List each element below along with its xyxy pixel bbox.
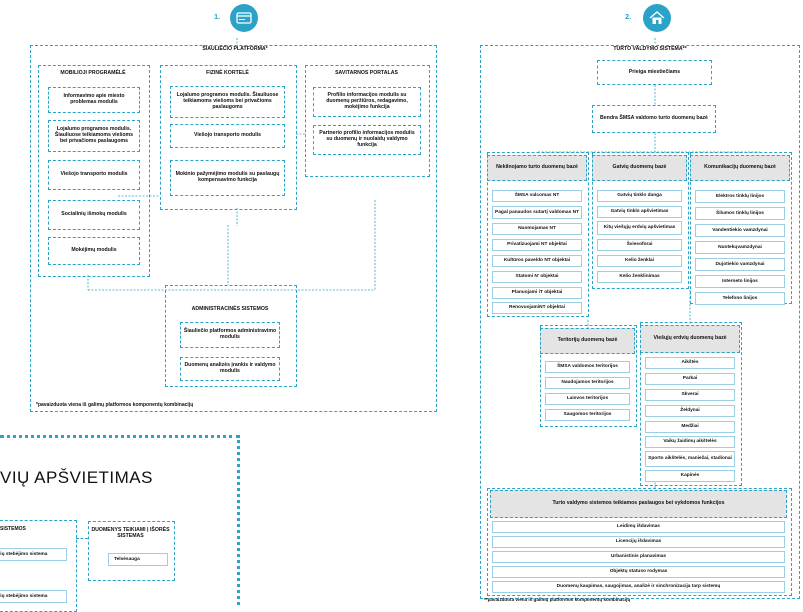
realestate-item-2: Pagal panaudos sutartį valdomas NT	[492, 206, 582, 219]
public-spaces-item-3: Skverai	[645, 389, 735, 401]
streets-item-3: Kitų viešųjų erdvių apšvietimas	[597, 221, 682, 235]
utilities-item-6: Interneto linijos	[695, 275, 785, 288]
diagram2-frame	[480, 45, 800, 599]
portal-title: SAVITARNOS PORTALAS	[335, 70, 398, 76]
territories-group	[540, 325, 637, 427]
utilities-item-7: Telefono linijos	[695, 292, 785, 305]
portal-item-1: Profilio informacijos modulis su duomenų…	[313, 87, 421, 117]
realestate-item-1: ŠMSA valcomas NT	[492, 190, 582, 202]
utilities-item-2: Šilumos tinklų linijos	[695, 207, 785, 220]
diagram3-left-item-1: tvių stebėjimo sistema	[0, 548, 67, 561]
diagram3-title: VIŲ APŠVIETIMAS	[0, 468, 153, 487]
diagram3-right-item-1: Telsėsauga	[108, 553, 168, 566]
public-spaces-item-7: Sporto aikštelės, maniežai, stadionai	[645, 451, 735, 467]
public-spaces-group	[640, 322, 742, 486]
mobile-item-2: Lojalumo programos modulis. Šiauliuose t…	[48, 120, 140, 152]
streets-item-1: Gatvių tinklo danga	[597, 190, 682, 202]
territories-item-4: Saugomos teritorijos	[545, 409, 630, 421]
public-spaces-item-2: Parkai	[645, 373, 735, 385]
services-item-2: Licencijų išdavimas	[492, 536, 785, 548]
card-item-2: Viešojo transporto modulis	[170, 124, 285, 148]
public-spaces-title: Viešųjų erdvių duomenų bazė	[640, 325, 740, 353]
diagram3-connector	[76, 538, 88, 539]
utilities-item-5: Dujotiekio vamzdynai	[695, 258, 785, 271]
utilities-item-4: Nuotekųvamzdynai	[695, 241, 785, 254]
diagram1-title: ŠIAULIEČIO PLATFORMA*	[202, 46, 268, 52]
diagram2-title: TURTO VALDYMO SISTEMA**	[613, 46, 687, 52]
realestate-item-4: Privatizuojami NT objektai	[492, 239, 582, 251]
diagram3-left-header: SISTEMOS	[0, 526, 26, 532]
card-title: FIZINĖ KORTELĖ	[206, 70, 249, 76]
portal-item-2: Partnerio profilio informacijos modulis …	[313, 125, 421, 155]
public-spaces-item-1: Aikštės	[645, 357, 735, 369]
streets-item-6: Kelio ženklinimas	[597, 271, 682, 283]
mobile-app-title: MOBILIOJI PROGRAMĖLĖ	[60, 70, 126, 76]
diagram1-number: 1.	[214, 12, 221, 21]
utilities-title: Komunikacijų duomenų bazė	[690, 155, 790, 181]
diagram1-frame	[30, 45, 437, 412]
mobile-item-3: Viešojo transporto modulis	[48, 160, 140, 190]
services-group	[487, 488, 792, 596]
services-item-1: Leidimų išdavimas	[492, 521, 785, 533]
streets-item-4: Šviesoforai	[597, 239, 682, 251]
diagram2-footnote: **pavaizduota viena iš galimų platformos…	[484, 597, 631, 602]
mobile-app-group	[38, 65, 150, 277]
admin-item-2: Duomenų analizės įrankis ir valdymo modu…	[180, 357, 280, 381]
services-item-3: Urbanistinis planavimas	[492, 551, 785, 563]
utilities-item-1: Elektros tinklų linijos	[695, 190, 785, 203]
realestate-item-7: Planuojami iT objektai	[492, 287, 582, 299]
portal-group	[305, 65, 430, 177]
public-spaces-item-5: Medžiai	[645, 421, 735, 433]
streets-item-5: Kelio ženklai	[597, 255, 682, 267]
house-icon	[643, 4, 671, 32]
realestate-title: Nekilnojamo turto duomenų bazė	[487, 155, 587, 181]
diagram3-right-group	[88, 521, 175, 581]
services-item-4: Objektų statuso rodymas	[492, 566, 785, 578]
territories-item-2: Naudojamos teritorijos	[545, 377, 630, 389]
card-icon	[230, 4, 258, 32]
card-item-3: Mokinio pažymėjimo modulis su paslaugų k…	[170, 160, 285, 196]
asset-database: Bendra ŠMSA valdomo turto duomenų bazė	[592, 105, 716, 133]
mobile-item-4: Socialinių išmokų modulis	[48, 200, 140, 230]
territories-title: Teritorijų duomenų bazė	[540, 328, 635, 354]
mobile-item-1: Informavimo apie miesto problemas moduli…	[48, 87, 140, 113]
realestate-item-8: RenovuojamiNT objektai	[492, 302, 582, 314]
realestate-item-5: Kultūros paveldo NT objektai	[492, 255, 582, 267]
territories-item-3: Laisvos teritorijos	[545, 393, 630, 405]
diagram3-right-header: DUOMENYS TEIKIAMI Į IŠORĖS SISTEMAS	[91, 527, 170, 539]
admin-item-1: Šiauliečio platformos administravimo mod…	[180, 322, 280, 348]
public-spaces-item-6: Vaikų žaidimų aikštelės	[645, 436, 735, 448]
streets-item-2: Gatvių tinklo apšvietimas	[597, 206, 682, 218]
realestate-item-3: Nuomojamas NT	[492, 223, 582, 235]
diagram3-left-item-2: tvių stebėjimo sistema	[0, 590, 67, 603]
realestate-group	[487, 152, 589, 317]
diagram1-footnote: *pavaizduota viena iš galimų platformos …	[36, 402, 194, 408]
diagram3-top-border	[0, 435, 240, 441]
card-group	[160, 65, 297, 210]
public-spaces-item-4: Želdynai	[645, 405, 735, 417]
admin-title: ADMINISTRACINĖS SISTEMOS	[191, 306, 269, 312]
services-title: Turto valdymo sistemos teikiamos paslaug…	[490, 490, 787, 518]
diagram2-number: 2.	[625, 12, 632, 21]
admin-group	[165, 285, 297, 387]
citizen-access: Prieiga miestiečiams	[597, 60, 712, 85]
territories-item-1: ŠMSA valdomos teritorijos	[545, 361, 630, 373]
mobile-item-5: Mokėjimų modulis	[48, 237, 140, 265]
streets-title: Gatvių duomenų bazė	[592, 155, 687, 181]
card-item-1: Lojalumo programos modulis. Šiauliuose t…	[170, 86, 285, 118]
realestate-item-6: Statomi N' objektai	[492, 271, 582, 283]
utilities-item-3: Vandentiekio vamzdynai	[695, 224, 785, 237]
public-spaces-item-8: Kapinės	[645, 470, 735, 482]
diagram3-right-border	[237, 435, 243, 605]
streets-group	[592, 152, 689, 289]
services-item-5: Duomenų kaupimas, saugojimas, analizė ir…	[492, 581, 785, 593]
